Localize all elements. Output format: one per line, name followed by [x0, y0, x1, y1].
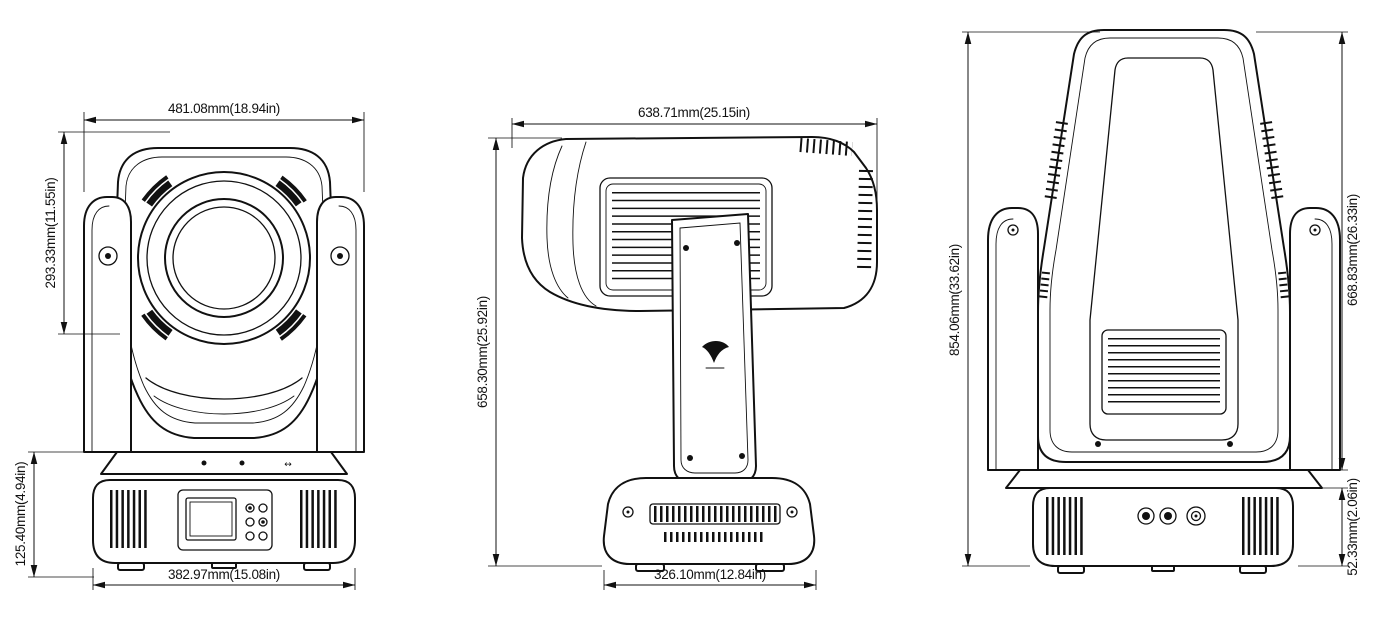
- rear-dim-base-height: 52.33mm(2.06in): [1298, 478, 1360, 576]
- rear-base-height-label: 52.33mm(2.06in): [1345, 478, 1360, 576]
- front-dim-overall-width: 481.08mm(18.94in): [83, 101, 365, 192]
- side-rear-vent-right: [857, 169, 873, 273]
- rear-dim-max-height: 854.06mm(33.62in): [947, 31, 1100, 567]
- pan-lock-marker: ↔: [284, 460, 292, 470]
- side-base-depth-label: 326.10mm(12.84in): [654, 567, 766, 582]
- front-view: ↔ 481.08mm(18.94in): [13, 101, 365, 590]
- menu-buttons: [245, 503, 268, 541]
- rear-head: [1037, 29, 1291, 463]
- side-dim-overall-length: 638.71mm(25.15in): [511, 105, 878, 200]
- rear-yoke: [987, 207, 1341, 489]
- side-base: [602, 477, 816, 572]
- display-screen: [185, 497, 237, 541]
- rear-connectors: [1137, 506, 1206, 526]
- front-base-height-label: 125.40mm(4.94in): [13, 462, 28, 567]
- display-panel: [177, 489, 273, 551]
- front-lens: [123, 157, 325, 359]
- front-dim-base-height: 125.40mm(4.94in): [13, 451, 100, 578]
- side-view: 638.71mm(25.15in) 658.30mm(25.92in) 326.…: [475, 105, 878, 590]
- rear-view: 854.06mm(33.62in) 668.83mm(26.33in) 52.3…: [947, 29, 1360, 576]
- front-overall-width-label: 481.08mm(18.94in): [168, 101, 280, 116]
- side-overall-length-label: 638.71mm(25.15in): [638, 105, 750, 120]
- front-base: [92, 479, 356, 571]
- front-head-height-label: 293.33mm(11.55in): [43, 178, 58, 289]
- side-overall-height-label: 658.30mm(25.92in): [475, 296, 490, 408]
- rear-grille-frame: [1101, 329, 1227, 415]
- side-dim-overall-height: 658.30mm(25.92in): [475, 137, 602, 567]
- side-arm: [671, 213, 757, 484]
- rear-dim-body-height: 668.83mm(26.33in): [1256, 31, 1360, 471]
- rear-body-height-label: 668.83mm(26.33in): [1345, 194, 1360, 306]
- front-dim-base-width: 382.97mm(15.08in): [92, 567, 356, 590]
- brand-logo: [702, 341, 729, 369]
- side-rear-vent-top: [799, 138, 853, 156]
- front-yoke: ↔: [83, 196, 365, 475]
- front-dim-head-height: 293.33mm(11.55in): [43, 131, 170, 335]
- front-base-width-label: 382.97mm(15.08in): [168, 567, 280, 582]
- side-dim-base-depth: 326.10mm(12.84in): [603, 567, 817, 590]
- rear-base: [1032, 487, 1294, 574]
- rear-max-height-label: 854.06mm(33.62in): [947, 244, 962, 356]
